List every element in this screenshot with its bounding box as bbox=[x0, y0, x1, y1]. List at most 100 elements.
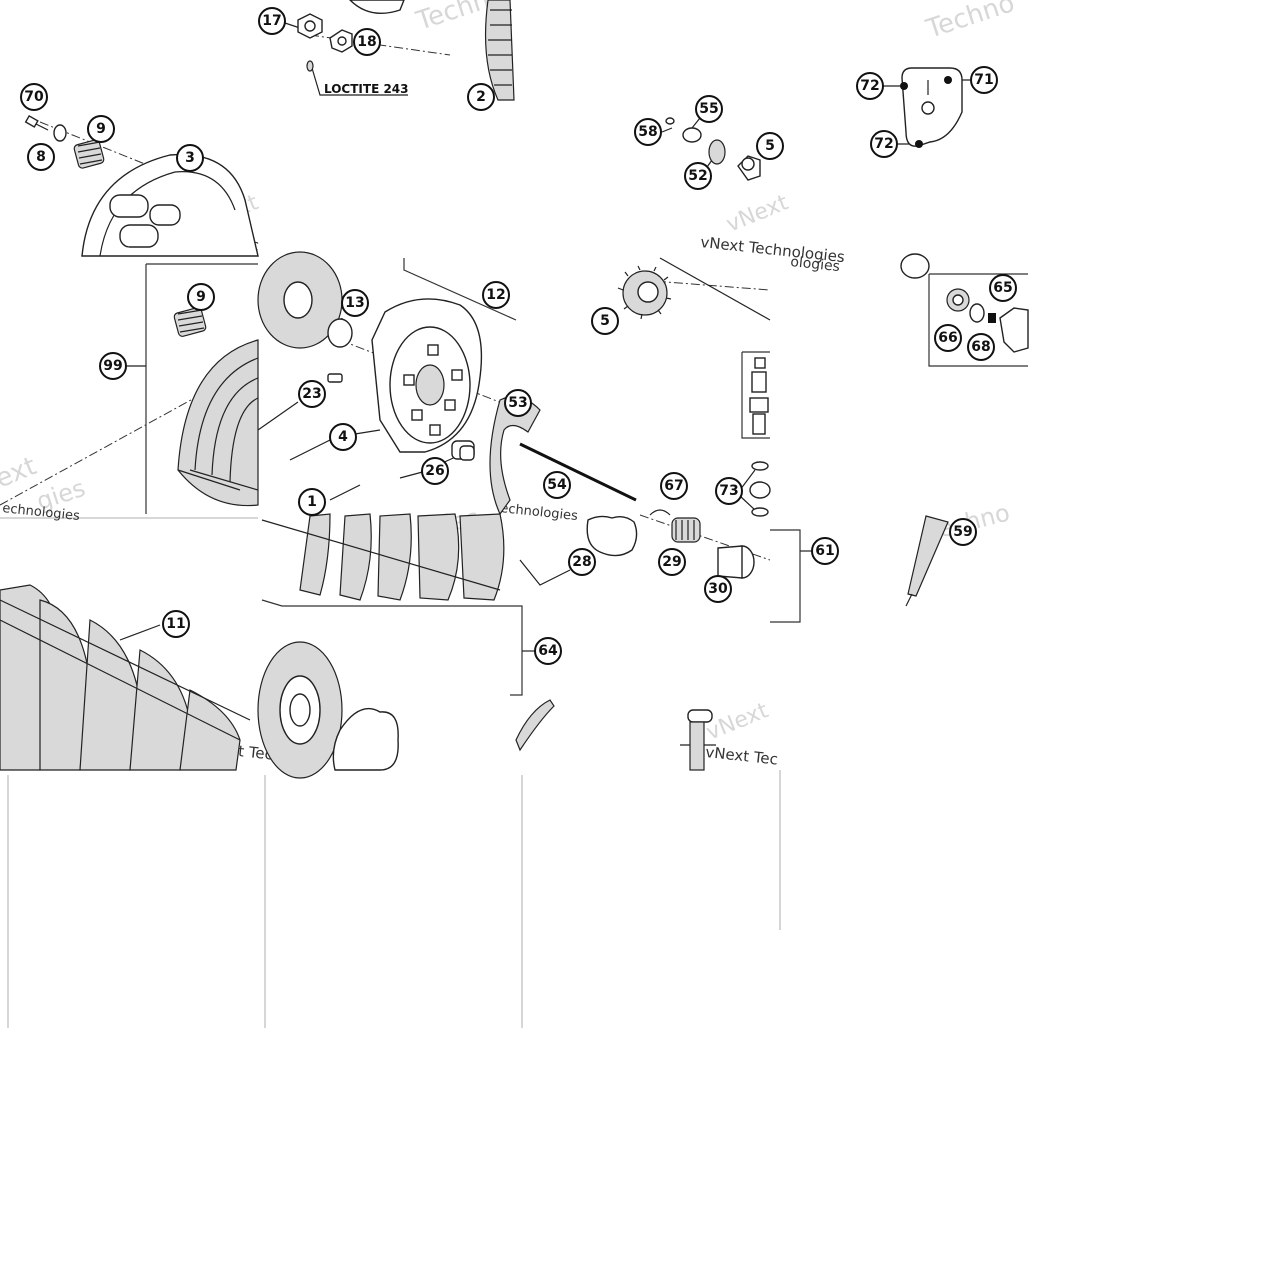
washer-73a bbox=[751, 461, 769, 471]
svg-text:29: 29 bbox=[662, 554, 681, 570]
callout-13: 13 bbox=[341, 289, 369, 317]
svg-text:1: 1 bbox=[307, 494, 317, 510]
svg-text:13: 13 bbox=[345, 295, 364, 311]
watermark-techno-2: Techno bbox=[922, 0, 1018, 45]
oring-top bbox=[900, 253, 930, 279]
loctite-note: LOCTITE 243 bbox=[324, 82, 409, 96]
callout-65: 65 bbox=[989, 274, 1017, 302]
callout-4: 4 bbox=[329, 423, 357, 451]
callout-9-frame: 9 bbox=[187, 283, 215, 311]
callout-17: 17 bbox=[258, 7, 286, 35]
svg-text:5: 5 bbox=[765, 138, 775, 154]
bearing-52 bbox=[708, 139, 726, 165]
washer-55 bbox=[682, 127, 702, 143]
washer-73b bbox=[751, 507, 769, 517]
svg-text:4: 4 bbox=[338, 429, 348, 445]
svg-text:64: 64 bbox=[538, 643, 558, 659]
svg-text:66: 66 bbox=[938, 330, 957, 346]
callout-1: 1 bbox=[298, 488, 326, 516]
pin-68 bbox=[988, 313, 996, 323]
svg-text:72: 72 bbox=[860, 78, 879, 94]
watermark-vnext-tec-3: vNext Tec bbox=[705, 743, 779, 768]
washer-8 bbox=[53, 124, 67, 142]
callout-18: 18 bbox=[353, 28, 381, 56]
oring-65 bbox=[969, 303, 985, 323]
svg-text:99: 99 bbox=[103, 358, 122, 374]
callout-30: 30 bbox=[704, 575, 732, 603]
clutch-discs-11 bbox=[0, 584, 251, 771]
oring-58 bbox=[665, 117, 675, 125]
callout-12: 12 bbox=[482, 281, 510, 309]
callout-9-top: 9 bbox=[87, 115, 115, 143]
watermark-vnext-2: vNext bbox=[703, 698, 772, 745]
parts bbox=[0, 0, 1029, 779]
pump-cover-71 bbox=[900, 67, 963, 148]
callout-61: 61 bbox=[811, 537, 839, 565]
gear-2 bbox=[349, 0, 515, 101]
bushing-73 bbox=[749, 481, 771, 499]
svg-text:26: 26 bbox=[425, 463, 444, 479]
push-rod-54 bbox=[519, 442, 637, 502]
callout-71: 71 bbox=[970, 66, 998, 94]
gear-5 bbox=[617, 265, 672, 320]
callout-8: 8 bbox=[27, 143, 55, 171]
callout-52: 52 bbox=[684, 162, 712, 190]
svg-text:12: 12 bbox=[486, 287, 505, 303]
svg-text:2: 2 bbox=[476, 89, 486, 105]
spring-9a bbox=[73, 139, 105, 169]
watermarks: Techno Techno vNext Tec vNext Technologi… bbox=[0, 0, 1018, 769]
callout-64: 64 bbox=[534, 637, 562, 665]
svg-text:71: 71 bbox=[974, 72, 993, 88]
svg-text:73: 73 bbox=[719, 483, 738, 499]
svg-text:54: 54 bbox=[547, 477, 567, 493]
svg-text:18: 18 bbox=[357, 34, 376, 50]
nut-17 bbox=[297, 13, 323, 39]
watermark-vnext-3: vNext bbox=[723, 190, 792, 237]
watermark-echnologies-2: echnologies bbox=[500, 501, 579, 524]
callout-70: 70 bbox=[20, 83, 48, 111]
watermark-ologies: ologies bbox=[790, 254, 841, 275]
callout-54: 54 bbox=[543, 471, 571, 499]
svg-text:3: 3 bbox=[185, 150, 195, 166]
svg-text:30: 30 bbox=[708, 581, 728, 597]
tile-seams bbox=[0, 517, 781, 1028]
gasket-28 bbox=[586, 515, 638, 557]
svg-text:59: 59 bbox=[953, 524, 972, 540]
callout-53: 53 bbox=[504, 389, 532, 417]
callout-59: 59 bbox=[949, 518, 977, 546]
svg-text:55: 55 bbox=[699, 101, 718, 117]
callout-55: 55 bbox=[695, 95, 723, 123]
callout-99: 99 bbox=[99, 352, 127, 380]
callout-11: 11 bbox=[162, 610, 190, 638]
svg-text:8: 8 bbox=[36, 149, 46, 165]
svg-text:72: 72 bbox=[874, 136, 893, 152]
lock-washer-18 bbox=[329, 29, 353, 53]
hose bbox=[515, 699, 555, 752]
callout-3: 3 bbox=[176, 144, 204, 172]
callout-73: 73 bbox=[715, 477, 743, 505]
washer-13 bbox=[327, 318, 353, 348]
svg-text:53: 53 bbox=[508, 395, 527, 411]
shaft-parts-box bbox=[741, 351, 770, 439]
callout-5-partial: 5 bbox=[756, 132, 784, 160]
callout-66: 66 bbox=[934, 324, 962, 352]
svg-text:67: 67 bbox=[664, 478, 683, 494]
clutch-basket-4 bbox=[371, 298, 483, 453]
callout-29: 29 bbox=[658, 548, 686, 576]
rod-59 bbox=[905, 515, 949, 607]
clip-67 bbox=[649, 509, 671, 516]
callout-68: 68 bbox=[967, 333, 995, 361]
callout-58: 58 bbox=[634, 118, 662, 146]
pressure-plate-3 bbox=[81, 153, 259, 257]
callout-72-bottom: 72 bbox=[870, 130, 898, 158]
needle-bearing-29 bbox=[671, 517, 701, 543]
svg-text:23: 23 bbox=[302, 386, 321, 402]
clutch-discs-64 bbox=[261, 513, 505, 601]
starter-gear bbox=[257, 641, 343, 779]
svg-text:58: 58 bbox=[638, 124, 657, 140]
svg-text:65: 65 bbox=[993, 280, 1012, 296]
shaft-5x bbox=[737, 155, 761, 181]
clutch-discs-99 bbox=[177, 339, 259, 507]
loctite-drop bbox=[306, 60, 314, 72]
